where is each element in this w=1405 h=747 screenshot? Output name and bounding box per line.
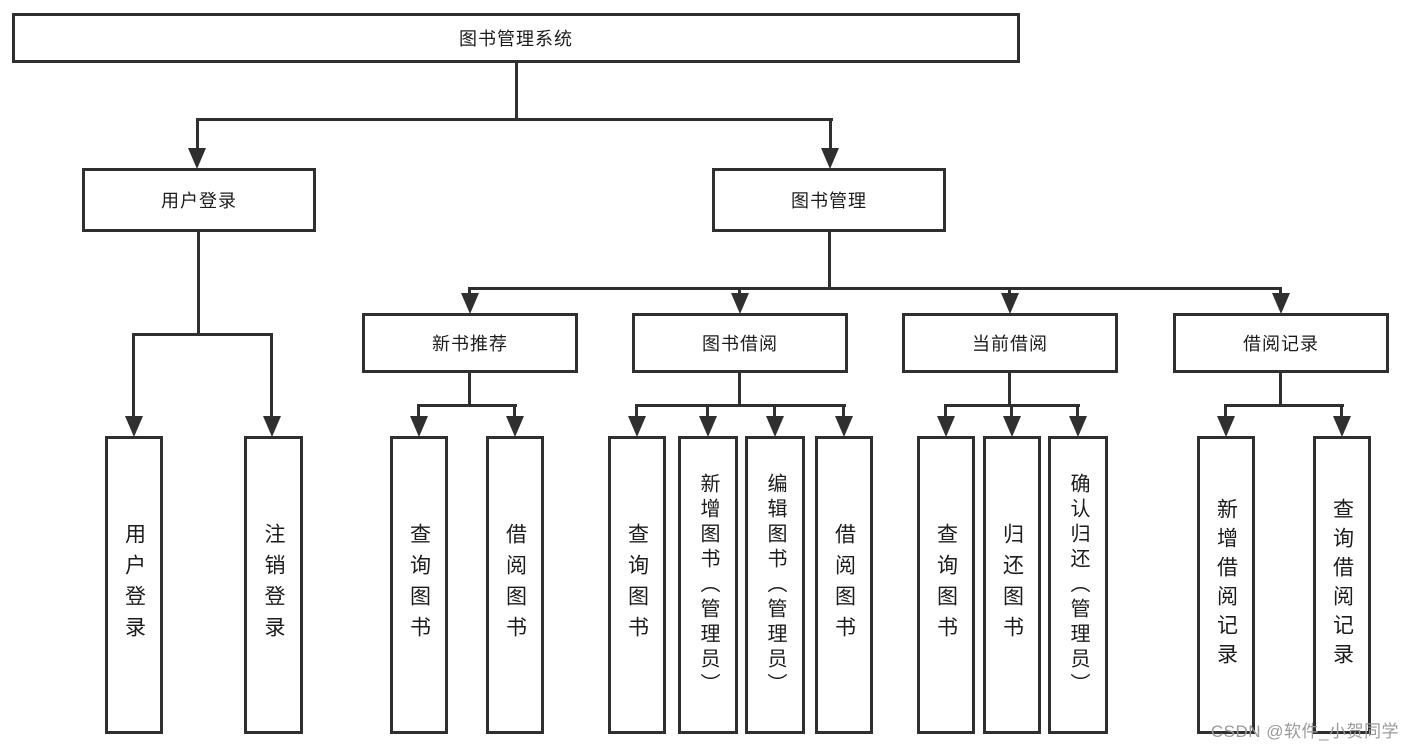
leaf-add-borrow-record-label: 新增借阅记录 bbox=[1214, 498, 1238, 672]
arrow-down-icon bbox=[1217, 416, 1235, 437]
node-root-label: 图书管理系统 bbox=[459, 29, 573, 49]
leaf-return-book-label: 归还图书 bbox=[1000, 523, 1024, 647]
arrow-down-icon bbox=[1333, 416, 1351, 437]
leaf-query-book-borrow: 查询图书 bbox=[608, 436, 666, 734]
arrow-down-icon bbox=[461, 293, 479, 314]
arrow-down-icon bbox=[1001, 293, 1019, 314]
node-book-management-label: 图书管理 bbox=[791, 191, 867, 211]
leaf-query-book-current: 查询图书 bbox=[917, 436, 975, 734]
leaf-add-book-admin-label: 新增图书（管理员） bbox=[697, 472, 719, 698]
connector-drop-level3 bbox=[1279, 287, 1282, 297]
leaf-query-book-recommend: 查询图书 bbox=[390, 436, 448, 734]
connector-book-mgmt-stem bbox=[828, 232, 831, 290]
arrow-down-icon bbox=[125, 416, 143, 437]
leaf-borrow-book: 借阅图书 bbox=[815, 436, 873, 734]
arrow-down-icon bbox=[1069, 416, 1087, 437]
node-book-borrow: 图书借阅 bbox=[632, 313, 848, 373]
leaf-borrow-book-recommend: 借阅图书 bbox=[486, 436, 544, 734]
connector-drop-leaf bbox=[1010, 404, 1013, 418]
node-new-book-recommend-label: 新书推荐 bbox=[432, 334, 508, 354]
connector-drop-leaf bbox=[1076, 404, 1079, 418]
connector-drop-level3 bbox=[738, 287, 741, 297]
leaf-edit-book-admin: 编辑图书（管理员） bbox=[745, 436, 805, 734]
leaf-query-borrow-record: 查询借阅记录 bbox=[1313, 436, 1371, 734]
connector-user-login-stem bbox=[197, 232, 200, 336]
connector-drop-leaf bbox=[842, 404, 845, 418]
arrow-down-icon bbox=[1272, 293, 1290, 314]
connector-drop-leaf bbox=[1340, 404, 1343, 418]
arrow-down-icon bbox=[821, 148, 839, 169]
connector-stem bbox=[468, 373, 471, 406]
leaf-return-book: 归还图书 bbox=[983, 436, 1041, 734]
leaf-confirm-return-admin: 确认归还（管理员） bbox=[1048, 436, 1108, 734]
connector-drop-leaf bbox=[773, 404, 776, 418]
connector-user-login-hbar bbox=[132, 333, 273, 336]
leaf-borrow-book-label: 借阅图书 bbox=[832, 523, 856, 647]
arrow-down-icon bbox=[188, 148, 206, 169]
connector-drop-user-login bbox=[196, 118, 199, 150]
leaf-borrow-book-recommend-label: 借阅图书 bbox=[503, 523, 527, 647]
connector-drop-leaf bbox=[132, 333, 135, 418]
arrow-down-icon bbox=[410, 416, 428, 437]
node-user-login-label: 用户登录 bbox=[161, 191, 237, 211]
connector-hbar bbox=[1224, 404, 1344, 407]
connector-drop-leaf bbox=[706, 404, 709, 418]
node-book-borrow-label: 图书借阅 bbox=[702, 334, 778, 354]
arrow-down-icon bbox=[506, 416, 524, 437]
arrow-down-icon bbox=[263, 416, 281, 437]
connector-root-hbar bbox=[196, 118, 833, 121]
leaf-logout-label: 注销登录 bbox=[262, 523, 285, 647]
connector-hbar bbox=[635, 404, 846, 407]
arrow-down-icon bbox=[835, 416, 853, 437]
arrow-down-icon bbox=[699, 416, 717, 437]
leaf-query-borrow-record-label: 查询借阅记录 bbox=[1330, 498, 1354, 672]
arrow-down-icon bbox=[937, 416, 955, 437]
connector-drop-leaf bbox=[417, 404, 420, 418]
connector-book-mgmt-hbar bbox=[468, 287, 1282, 290]
node-current-borrow: 当前借阅 bbox=[902, 313, 1118, 373]
arrow-down-icon bbox=[766, 416, 784, 437]
leaf-query-book-borrow-label: 查询图书 bbox=[625, 523, 649, 647]
node-borrow-record: 借阅记录 bbox=[1173, 313, 1389, 373]
connector-root-stem bbox=[515, 63, 518, 120]
arrow-down-icon bbox=[731, 293, 749, 314]
connector-drop-leaf bbox=[944, 404, 947, 418]
leaf-confirm-return-admin-label: 确认归还（管理员） bbox=[1067, 472, 1089, 698]
node-user-login: 用户登录 bbox=[82, 168, 316, 232]
leaf-user-login-label: 用户登录 bbox=[122, 523, 146, 647]
node-borrow-record-label: 借阅记录 bbox=[1243, 334, 1319, 354]
arrow-down-icon bbox=[1003, 416, 1021, 437]
arrow-down-icon bbox=[628, 416, 646, 437]
leaf-query-book-recommend-label: 查询图书 bbox=[407, 523, 431, 647]
connector-drop-book-mgmt bbox=[829, 118, 832, 150]
connector-drop-level3 bbox=[1008, 287, 1011, 297]
connector-stem bbox=[738, 373, 741, 406]
leaf-add-book-admin: 新增图书（管理员） bbox=[678, 436, 738, 734]
node-current-borrow-label: 当前借阅 bbox=[972, 334, 1048, 354]
connector-drop-leaf bbox=[513, 404, 516, 418]
connector-drop-leaf bbox=[270, 333, 273, 418]
connector-drop-level3 bbox=[468, 287, 471, 297]
leaf-edit-book-admin-label: 编辑图书（管理员） bbox=[764, 472, 786, 698]
node-new-book-recommend: 新书推荐 bbox=[362, 313, 578, 373]
leaf-logout: 注销登录 bbox=[244, 436, 303, 734]
watermark-csdn: CSDN @软件_小贺同学 bbox=[1210, 722, 1399, 741]
node-book-management: 图书管理 bbox=[712, 168, 946, 232]
connector-stem bbox=[1008, 373, 1011, 406]
connector-hbar bbox=[417, 404, 517, 407]
connector-drop-leaf bbox=[1224, 404, 1227, 418]
leaf-add-borrow-record: 新增借阅记录 bbox=[1197, 436, 1255, 734]
node-root: 图书管理系统 bbox=[12, 13, 1020, 63]
connector-stem bbox=[1279, 373, 1282, 406]
leaf-query-book-current-label: 查询图书 bbox=[934, 523, 958, 647]
connector-drop-leaf bbox=[635, 404, 638, 418]
leaf-user-login: 用户登录 bbox=[105, 436, 163, 734]
